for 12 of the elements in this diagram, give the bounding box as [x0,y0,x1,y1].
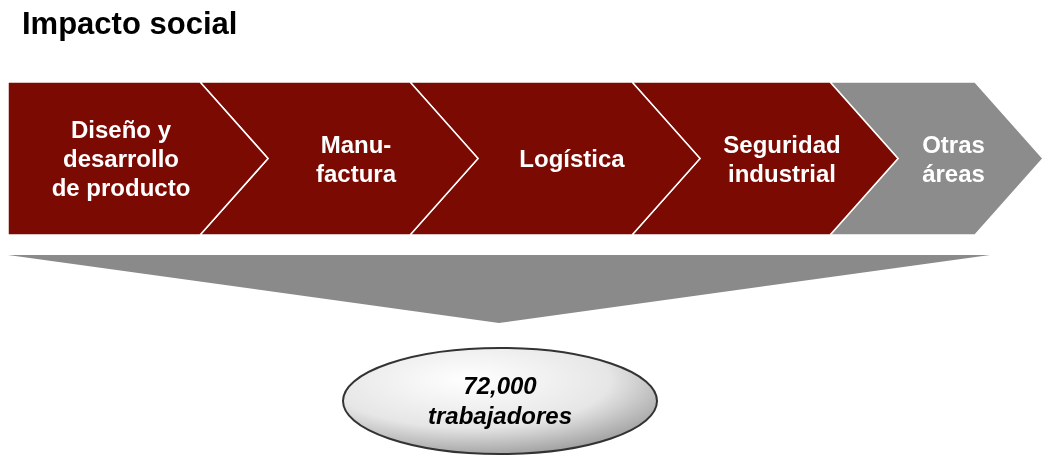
step-label: Diseño y desarrollo de producto [50,115,192,202]
process-step [8,82,268,235]
step-label: Logística [519,144,625,173]
title: Impacto social [22,6,238,42]
process-step [632,82,898,235]
step-label: Manu- factura [315,129,398,188]
process-step [410,82,700,235]
process-step [200,82,478,235]
step-label: Seguridad industrial [722,129,842,188]
result-label: 72,000 trabajadores [426,371,574,431]
result-ellipse [340,345,660,457]
step-label: Otras áreas [921,129,986,188]
